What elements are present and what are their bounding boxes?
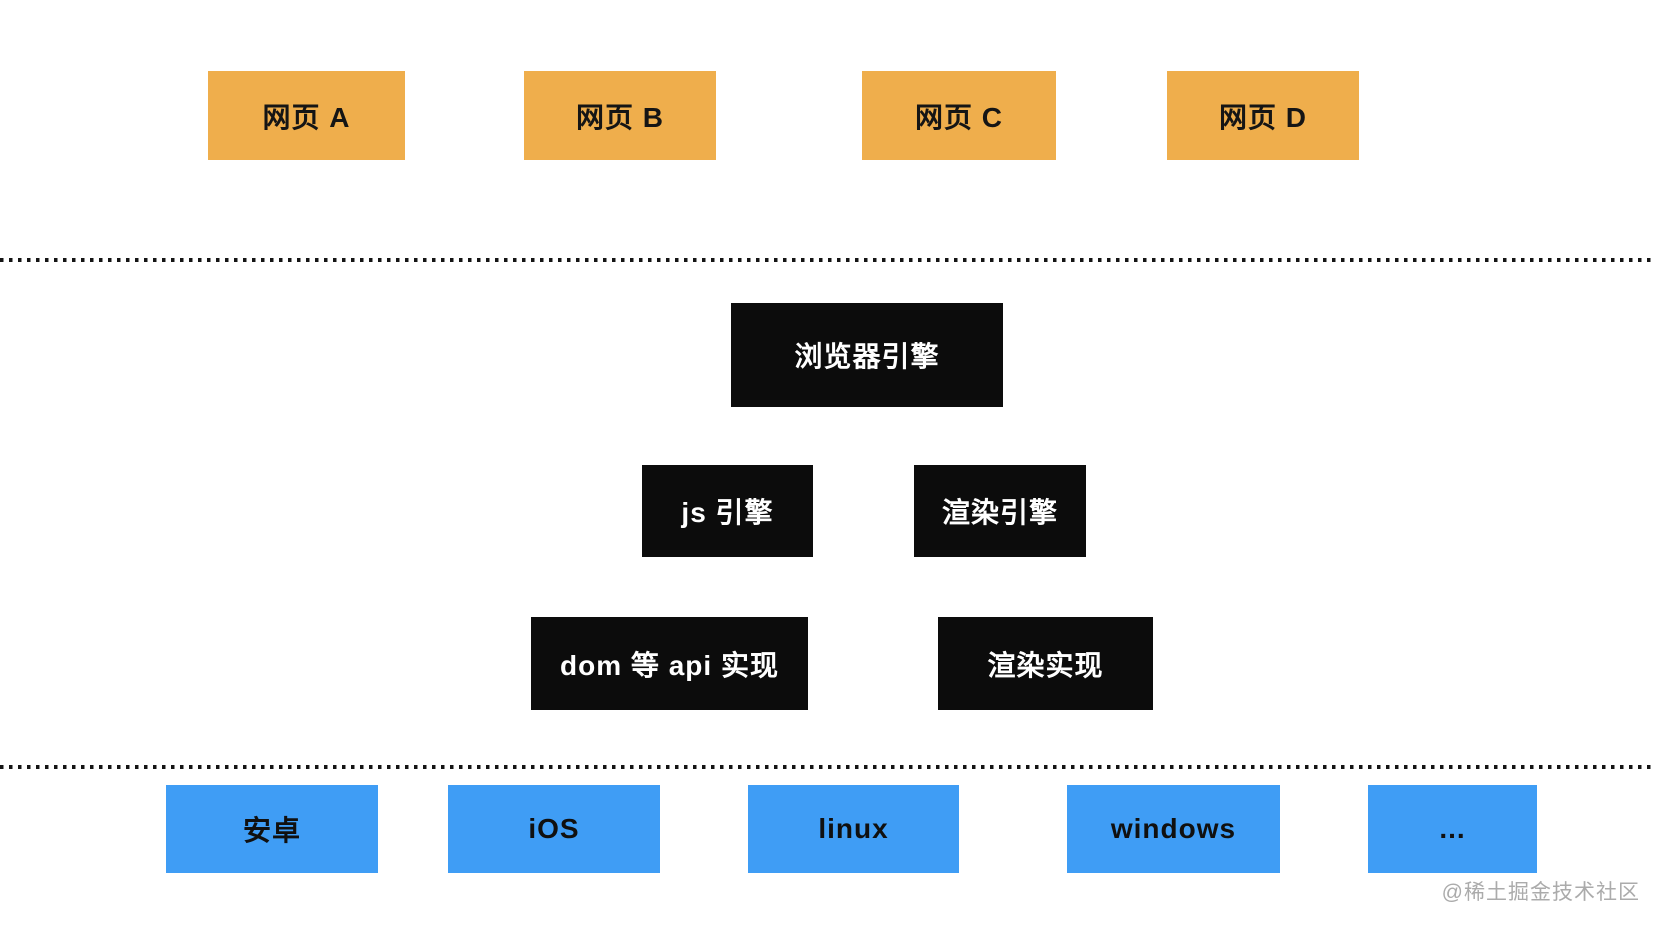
platform-linux-box: linux	[748, 785, 959, 873]
webpage-c-box: 网页 C	[862, 71, 1056, 160]
browser-engine-box: 浏览器引擎	[731, 303, 1003, 407]
dom-api-implementation-box: dom 等 api 实现	[531, 617, 808, 710]
platform-more-box: ...	[1368, 785, 1537, 873]
platform-windows-box: windows	[1067, 785, 1280, 873]
render-implementation-box: 渲染实现	[938, 617, 1153, 710]
bottom-dotted-separator	[0, 765, 1656, 769]
top-dotted-separator	[0, 258, 1656, 262]
webpage-d-box: 网页 D	[1167, 71, 1359, 160]
platform-ios-box: iOS	[448, 785, 660, 873]
platform-android-box: 安卓	[166, 785, 378, 873]
webpage-a-box: 网页 A	[208, 71, 405, 160]
render-engine-box: 渲染引擎	[914, 465, 1086, 557]
webpage-b-box: 网页 B	[524, 71, 716, 160]
js-engine-box: js 引擎	[642, 465, 813, 557]
juejin-watermark: @稀土掘金技术社区	[1441, 881, 1640, 904]
